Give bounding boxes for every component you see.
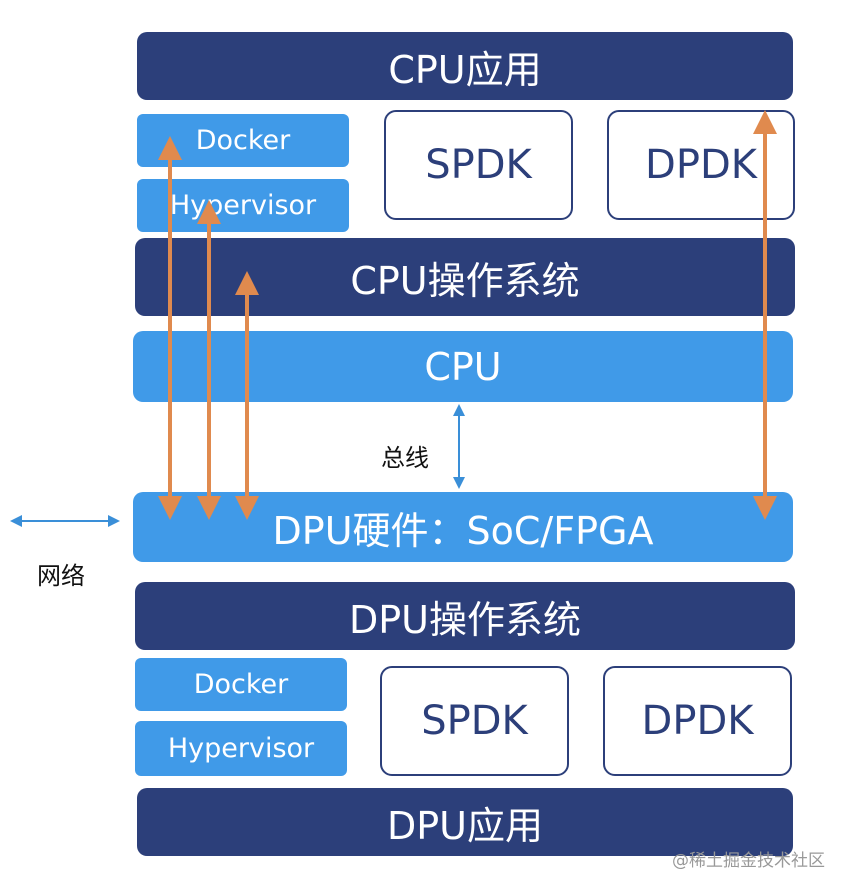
bottom-spdk-block: SPDK [380,666,569,776]
watermark: @稀土掘金技术社区 [672,851,825,871]
dpu-os-block: DPU操作系统 [135,582,795,650]
dpu-app-block: DPU应用 [137,788,793,856]
bottom-hypervisor-block: Hypervisor [135,721,347,776]
network-label: 网络 [37,562,85,590]
cpu-app-block: CPU应用 [137,32,793,100]
bottom-docker-block: Docker [135,658,347,711]
bus-label: 总线 [381,444,429,472]
top-spdk-block: SPDK [384,110,573,220]
bottom-dpdk-block: DPDK [603,666,792,776]
